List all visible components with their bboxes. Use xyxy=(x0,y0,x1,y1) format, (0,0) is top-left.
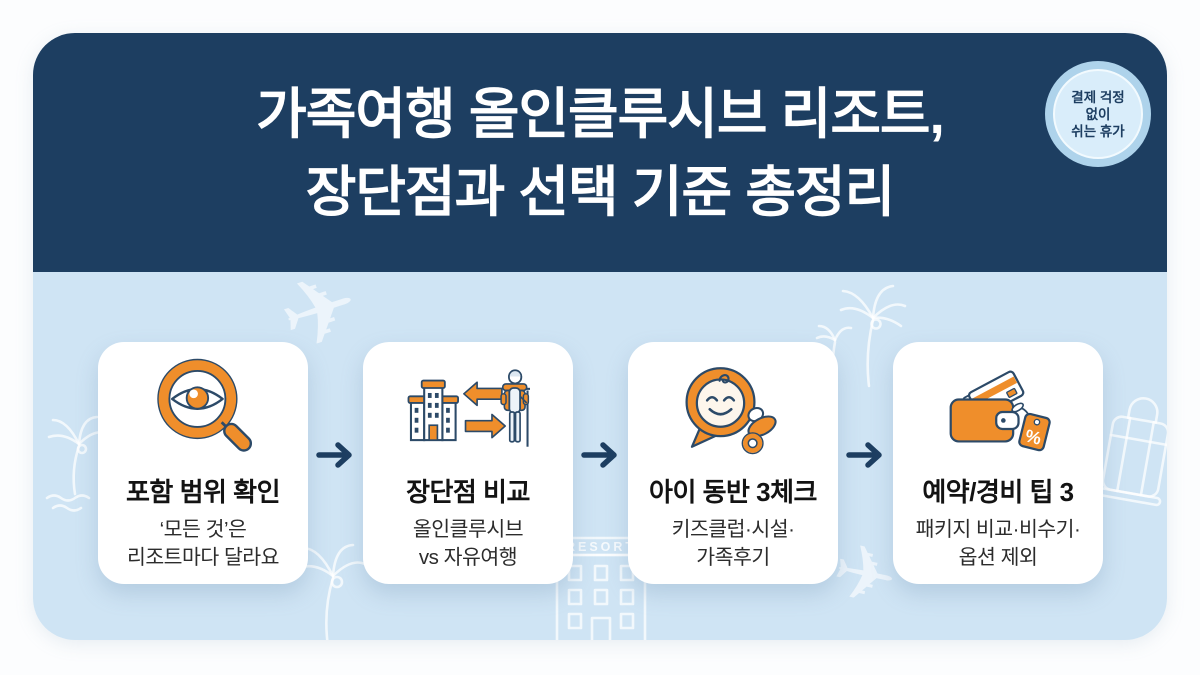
flow-arrow-icon xyxy=(846,442,882,468)
flow-arrow-icon xyxy=(581,442,617,468)
hotel-vs-backpacker-icon xyxy=(406,356,530,468)
step-desc: 올인클루시브 vs 자유여행 xyxy=(412,518,524,569)
step-card-4: % 예약/경비 팁 3 패키지 비교·비수기· 옵션 제외 xyxy=(893,342,1103,584)
step-card-1: 포함 범위 확인 ‘모든 것’은 리조트마다 달라요 xyxy=(98,342,308,584)
step-title: 예약/경비 팁 3 xyxy=(922,477,1074,507)
step-desc: ‘모든 것’은 리조트마다 달라요 xyxy=(126,518,280,569)
header: 가족여행 올인클루시브 리조트, 장단점과 선택 기준 총정리 결제 걱정 없이… xyxy=(33,33,1167,272)
percent-symbol: % xyxy=(1023,425,1043,448)
page-title: 가족여행 올인클루시브 리조트, 장단점과 선택 기준 총정리 xyxy=(33,75,1167,231)
flow-arrow-icon xyxy=(316,442,352,468)
suitcase-icon xyxy=(1095,384,1167,518)
step-title: 장단점 비교 xyxy=(406,477,530,507)
body: ✈ xyxy=(33,249,1167,640)
main-panel: 가족여행 올인클루시브 리조트, 장단점과 선택 기준 총정리 결제 걱정 없이… xyxy=(33,33,1167,640)
header-badge-label: 결제 걱정 없이 쉬는 휴가 xyxy=(1053,69,1143,159)
magnifier-eye-icon xyxy=(147,356,259,468)
wallet-discount-tag-icon: % xyxy=(940,356,1056,468)
step-desc: 키즈클럽·시설· 가족후기 xyxy=(671,518,795,569)
step-title: 아이 동반 3체크 xyxy=(649,477,817,507)
resort-sign-text: RESORT xyxy=(566,540,636,554)
step-title: 포함 범위 확인 xyxy=(126,477,280,507)
step-card-2: 장단점 비교 올인클루시브 vs 자유여행 xyxy=(363,342,573,584)
page-title-line1: 가족여행 올인클루시브 리조트, xyxy=(256,83,945,145)
step-card-3: 아이 동반 3체크 키즈클럽·시설· 가족후기 xyxy=(628,342,838,584)
baby-bubble-pacifier-icon xyxy=(675,356,791,468)
header-badge: 결제 걱정 없이 쉬는 휴가 xyxy=(1045,61,1151,167)
page-title-line2: 장단점과 선택 기준 총정리 xyxy=(305,161,895,223)
step-desc: 패키지 비교·비수기· 옵션 제외 xyxy=(915,518,1081,569)
